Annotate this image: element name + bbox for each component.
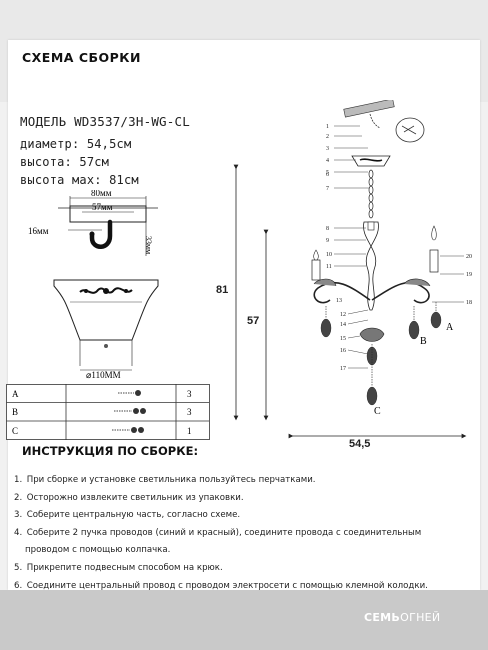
diameter-dimension: 54,5 [349, 438, 371, 450]
callout-7: 7 [326, 186, 329, 192]
parts-row-b-letter: B [12, 407, 18, 417]
dim-16mm: 16мм [28, 226, 49, 236]
instruction-step-continuation: проводом с помощью колпачка. [25, 545, 171, 556]
dim-80mm: 80мм [91, 190, 112, 198]
canopy-cup-diagram: ⌀110ММ [53, 279, 159, 380]
callout-16: 16 [340, 348, 346, 354]
cup-diameter-label: ⌀110ММ [86, 370, 121, 380]
callout-5: 5 [326, 170, 329, 176]
callout-8: 8 [326, 226, 329, 232]
pendant-label-c: C [374, 406, 381, 417]
instruction-step: 5. Прикрепите подвесным способом на крюк… [14, 562, 223, 573]
instruction-step: 3. Соберите центральную часть, согласно … [14, 510, 241, 521]
parts-row-c-qty: 1 [187, 426, 192, 436]
hook-diagram: 80мм 57мм 16мм 33мм [28, 190, 158, 256]
parts-table: A B C 3 3 1 [6, 384, 210, 440]
page-title: СХЕМА СБОРКИ [22, 50, 141, 65]
height-spec: высота: 57см [20, 155, 110, 169]
instructions-title: ИНСТРУКЦИЯ ПО СБОРКЕ: [22, 444, 199, 458]
chandelier-diagram: 1 2 3 4 5 6 7 8 9 10 11 12 13 14 15 16 1… [311, 100, 472, 417]
screw-icon [104, 344, 108, 348]
callout-15: 15 [340, 336, 346, 342]
pendant-label-a: A [446, 322, 454, 333]
crystal-pendant-b-icon [114, 408, 146, 414]
callout-9: 9 [326, 238, 329, 244]
brand-logo: СЕМЬОГНЕЙ [364, 611, 441, 624]
full-height-dimension: 81 [216, 284, 229, 296]
callout-19: 19 [466, 272, 472, 278]
dim-33mm: 33мм [144, 236, 153, 254]
dim-57mm: 57мм [92, 202, 113, 212]
parts-row-a-qty: 3 [187, 389, 192, 399]
instruction-step: 4. Соберите 2 пучка проводов (синий и кр… [14, 527, 422, 538]
crystal-pendants [320, 311, 442, 406]
callout-20: 20 [466, 254, 472, 260]
callout-17: 17 [340, 366, 346, 372]
callout-12: 12 [340, 312, 346, 318]
callout-14: 14 [340, 322, 346, 328]
hook-shape [89, 219, 113, 249]
callout-4: 4 [326, 158, 329, 164]
parts-row-c-letter: C [12, 426, 18, 436]
footer-band [0, 590, 488, 650]
parts-row-b-qty: 3 [187, 407, 192, 417]
crystal-pendant-c-icon [112, 427, 144, 433]
wire-detail-icon [395, 117, 425, 143]
callout-18: 18 [466, 300, 472, 306]
instructions-list: 1. При сборке и установке светильника по… [14, 472, 474, 595]
instruction-step: 6. Соедините центральный провод с провод… [14, 580, 428, 591]
callout-10: 10 [326, 252, 332, 258]
height-max-spec: высота мах: 81см [20, 173, 139, 187]
model-spec: МОДЕЛЬ WD3537/3H-WG-CL [20, 114, 190, 129]
crystal-pendant-a-icon [118, 390, 141, 396]
callout-2: 2 [326, 134, 329, 140]
height-dimension: 57 [247, 315, 260, 327]
callout-3: 3 [326, 146, 329, 152]
instruction-step: 1. При сборке и установке светильника по… [14, 475, 316, 485]
callout-6: 6 [326, 172, 329, 178]
parts-row-a-letter: A [12, 389, 19, 399]
instruction-step: 2. Осторожно извлеките светильник из упа… [14, 492, 244, 503]
callout-11: 11 [326, 264, 332, 270]
pendant-label-b: B [420, 336, 427, 347]
callout-13: 13 [336, 298, 342, 304]
callout-1: 1 [326, 124, 329, 130]
diameter-spec: диаметр: 54,5см [20, 137, 132, 151]
